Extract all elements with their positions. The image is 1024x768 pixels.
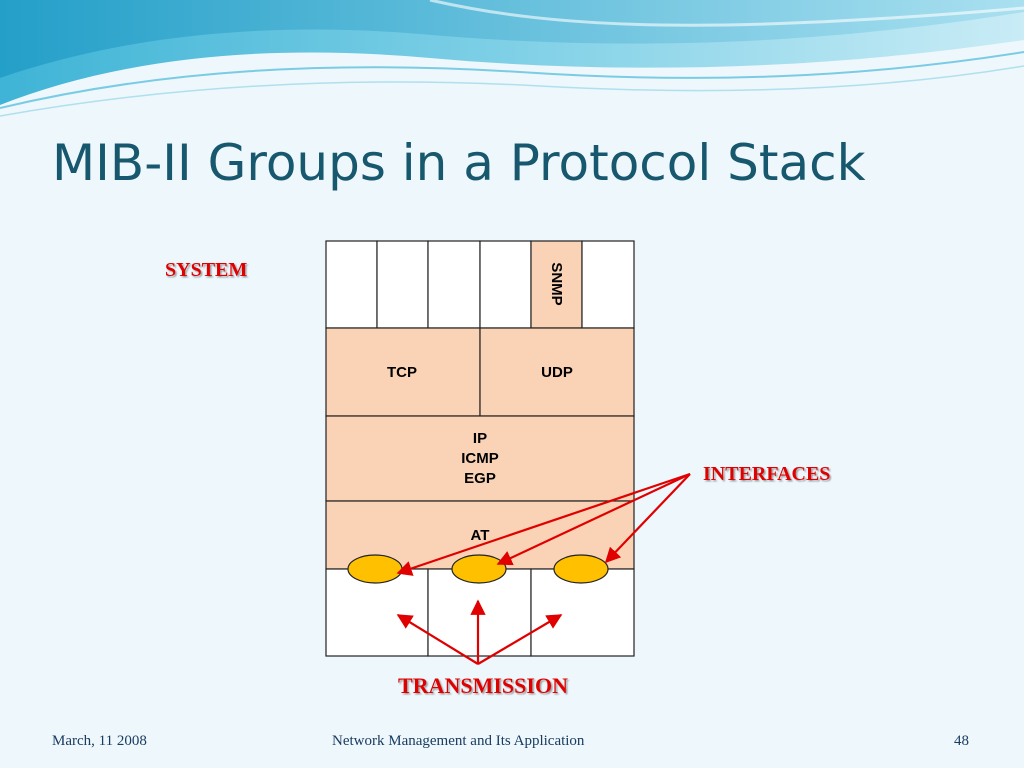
- interfaces-arrow-1: [396, 472, 691, 576]
- transmission-arrow-1: [396, 614, 479, 665]
- app-cell-4: [479, 240, 532, 329]
- header-wave-decoration: [0, 0, 1024, 120]
- interfaces-arrow-2: [496, 473, 691, 566]
- app-cell-6: [581, 240, 635, 329]
- footer-page-number: 48: [954, 733, 969, 749]
- app-cell-1: [325, 240, 378, 329]
- interface-oval-1: [347, 554, 403, 584]
- interface-oval-3: [553, 554, 609, 584]
- transmission-label: TRANSMISSION: [398, 673, 568, 698]
- interfaces-label: INTERFACES: [703, 463, 830, 485]
- footer-course: Network Management and Its Application: [332, 733, 585, 749]
- app-cell-3: [427, 240, 481, 329]
- interfaces-arrow-3: [604, 473, 691, 564]
- snmp-cell: [530, 240, 583, 329]
- transmission-arrow-3: [477, 614, 563, 665]
- udp-label: UDP: [541, 364, 573, 381]
- tcp-label: TCP: [387, 364, 417, 381]
- app-cell-2: [376, 240, 429, 329]
- at-label: AT: [471, 527, 490, 544]
- udp-box: [479, 327, 635, 417]
- ip-icmp-egp-box: [325, 415, 635, 502]
- interface-oval-2: [451, 554, 507, 584]
- tcp-box: [325, 327, 481, 417]
- ip-label: IP: [473, 430, 487, 447]
- footer-date: March, 11 2008: [52, 733, 147, 749]
- egp-label: EGP: [464, 470, 496, 487]
- icmp-label: ICMP: [461, 450, 499, 467]
- slide-title: MIB-II Groups in a Protocol Stack: [52, 134, 866, 192]
- system-label: SYSTEM: [165, 259, 247, 281]
- snmp-label: SNMP: [548, 262, 565, 305]
